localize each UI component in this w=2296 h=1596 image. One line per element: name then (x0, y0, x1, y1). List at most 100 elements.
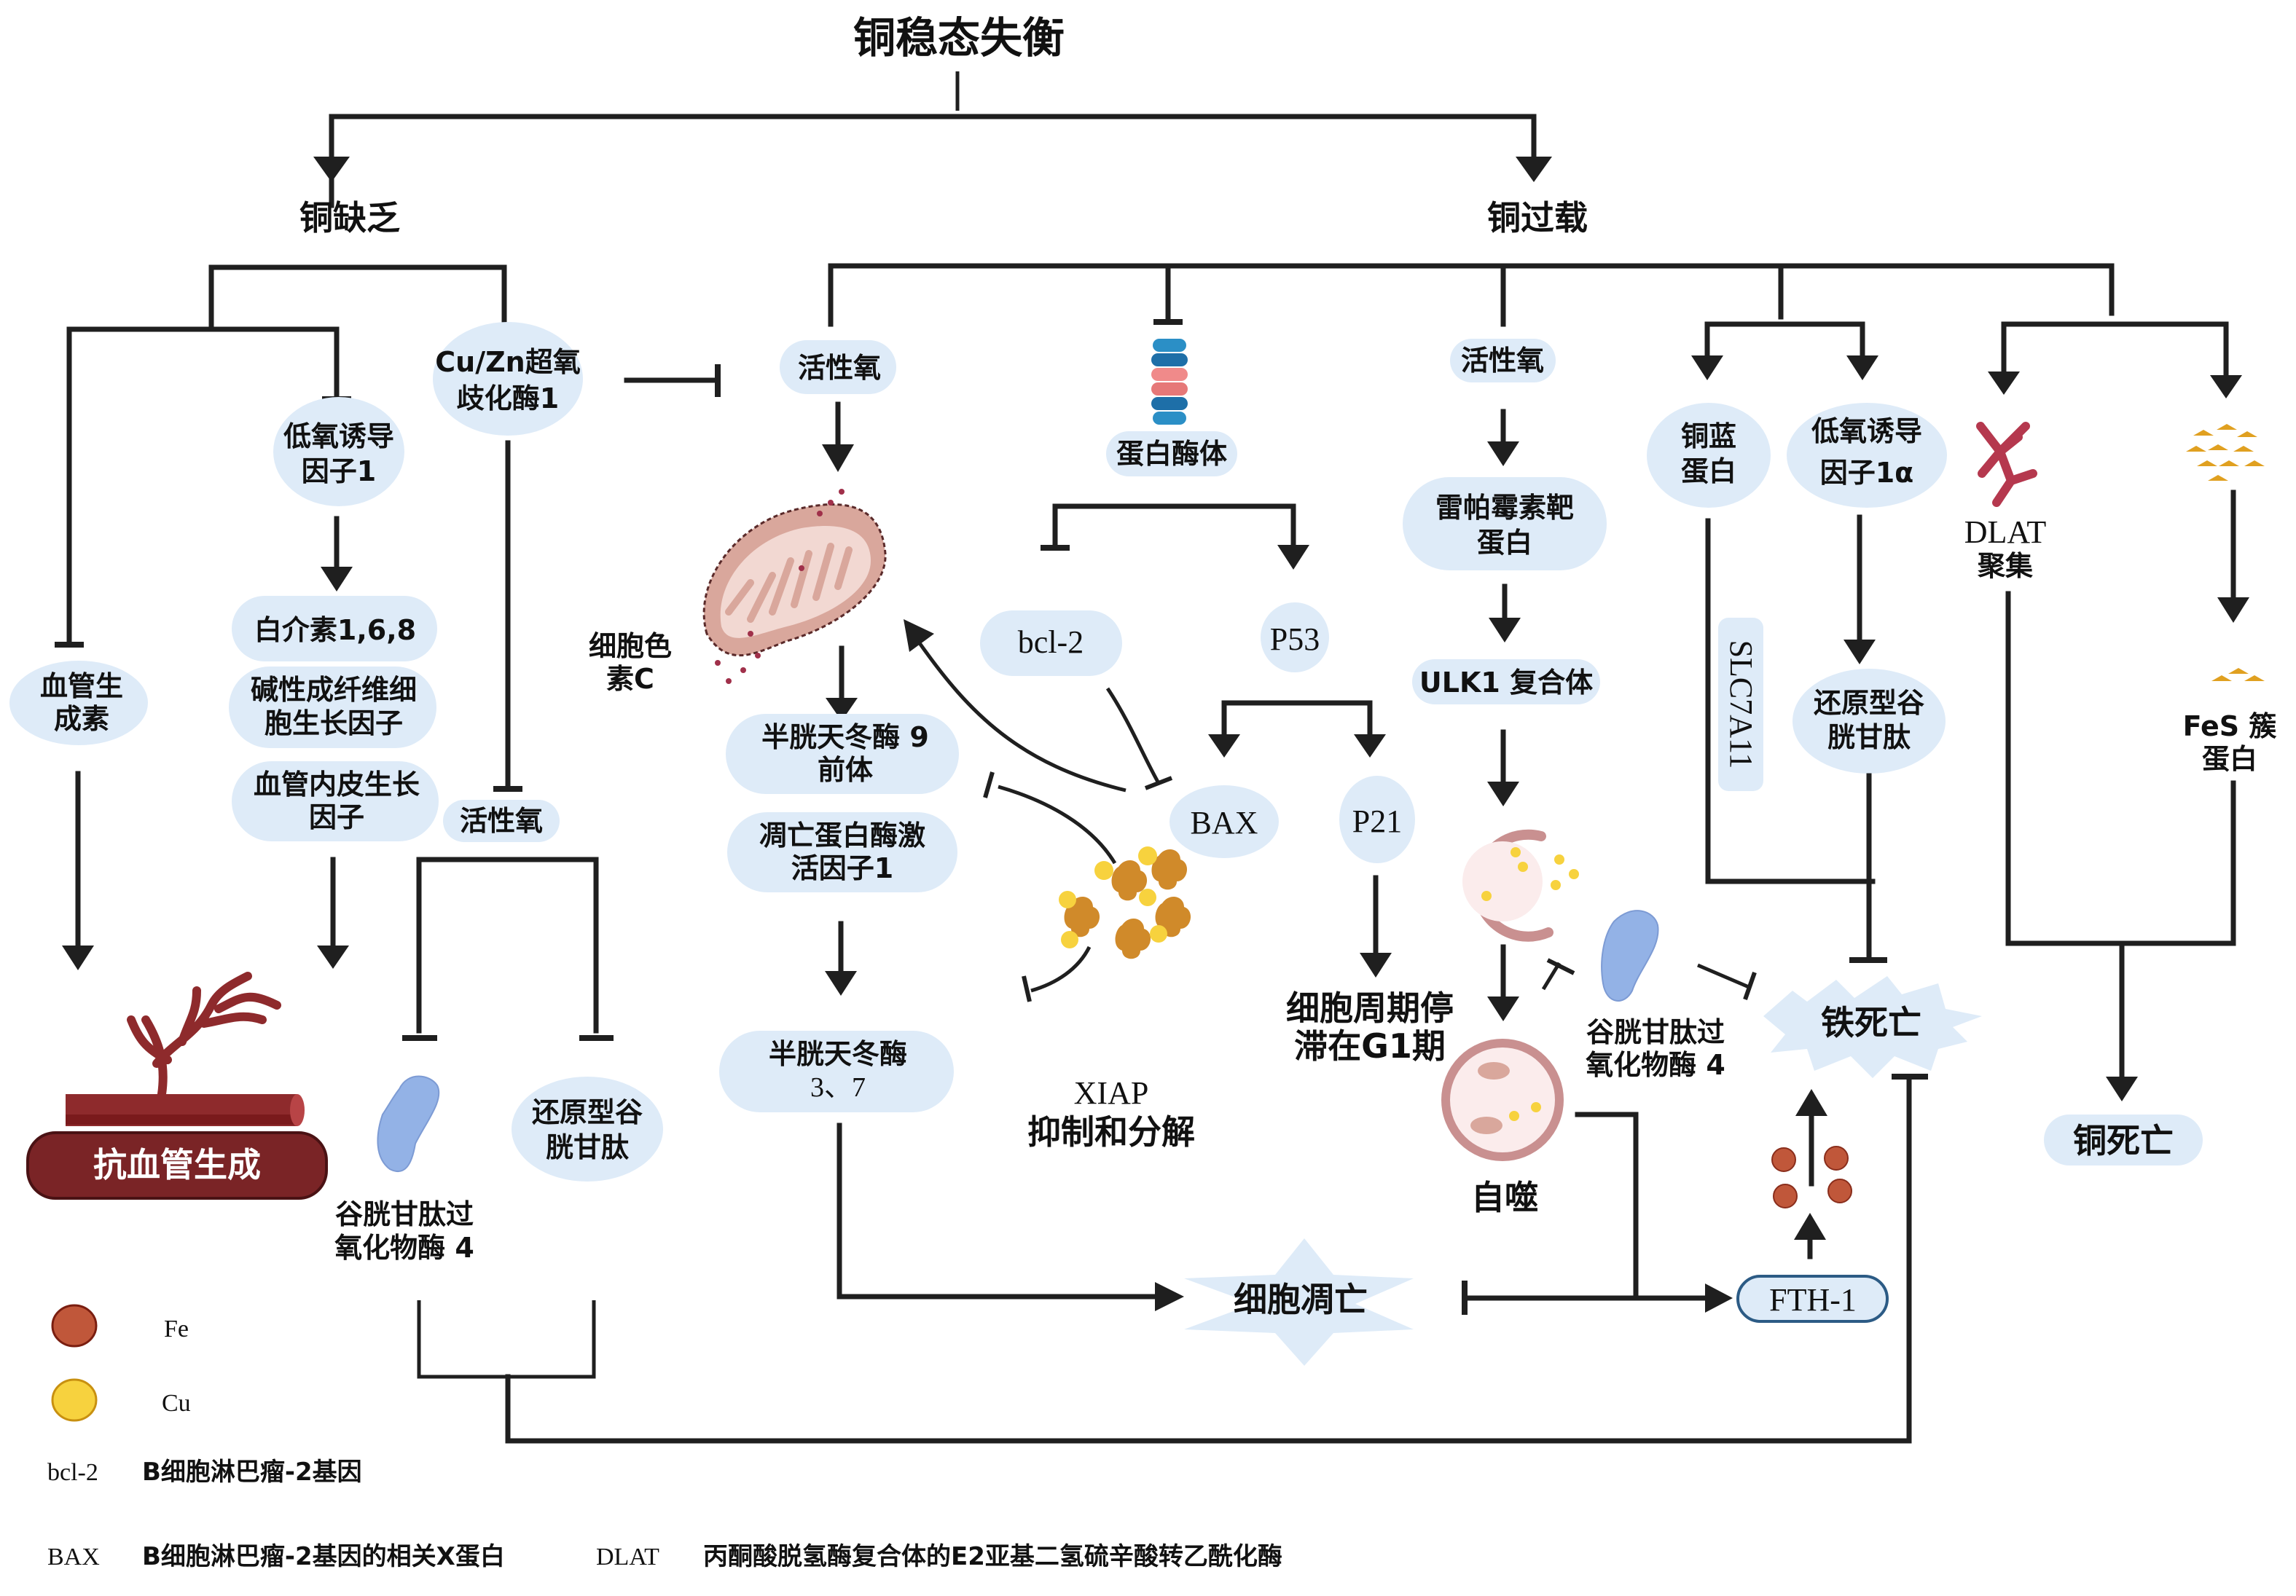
svg-text:活因子1: 活因子1 (791, 852, 893, 884)
arrow-head (826, 698, 858, 721)
svg-text:雷帕霉素靶: 雷帕霉素靶 (1435, 492, 1574, 524)
node-ceruloplasmin: 铜蓝 蛋白 (1647, 403, 1771, 508)
arrow-head (2217, 597, 2249, 623)
xiap-label: XIAP (1074, 1075, 1149, 1111)
arrow-head (1208, 734, 1240, 758)
svg-text:因子: 因子 (309, 801, 364, 833)
connector (417, 1300, 596, 1379)
dlat-label-1: DLAT (1964, 514, 2047, 550)
svg-text:活性氧: 活性氧 (460, 805, 543, 837)
svg-text:蛋白: 蛋白 (1681, 455, 1736, 487)
arrow-head (825, 971, 857, 996)
legend-full-dlat: 丙酮酸脱氢酶复合体的E2亚基二氢硫辛酸转乙酰化酶 (703, 1542, 1282, 1571)
svg-text:低氧诱导: 低氧诱导 (283, 420, 394, 452)
svg-text:ULK1 复合体: ULK1 复合体 (1419, 667, 1593, 699)
connector (2005, 591, 2236, 946)
node-bax: BAX (1169, 785, 1279, 858)
node-ros-mid: 活性氧 (780, 340, 896, 394)
svg-text:抗血管生成: 抗血管生成 (93, 1145, 261, 1184)
dlat-label-2: 聚集 (1977, 550, 2033, 582)
svg-text:还原型谷: 还原型谷 (532, 1096, 643, 1128)
node-caspase37: 半胱天冬酶 3、7 (719, 1031, 954, 1112)
node-ros-left: 活性氧 (443, 800, 560, 842)
autophagosome-icon (1441, 1039, 1564, 1161)
svg-text:低氧诱导: 低氧诱导 (1811, 415, 1922, 447)
gpx4-right-label-1: 谷胱甘肽过 (1586, 1016, 1725, 1048)
cell-cycle-label-1: 细胞周期停 (1286, 988, 1454, 1028)
inhibit-bar (983, 771, 995, 798)
node-ferroptosis: 铁死亡 (1763, 976, 1982, 1078)
dlat-aggregate-icon (1976, 422, 2037, 507)
connector (1541, 962, 1562, 991)
svg-text:Cu/Zn超氧: Cu/Zn超氧 (435, 346, 580, 378)
connector (1697, 963, 1750, 989)
svg-text:活性氧: 活性氧 (798, 352, 881, 384)
autophagy-label: 自噬 (1471, 1178, 1538, 1217)
svg-text:FTH-1: FTH-1 (1769, 1282, 1857, 1318)
node-p53: P53 (1261, 602, 1329, 672)
svg-text:铁死亡: 铁死亡 (1821, 1003, 1921, 1042)
svg-text:血管生: 血管生 (40, 670, 123, 702)
node-sod1: Cu/Zn超氧 歧化酶1 (433, 322, 583, 436)
svg-text:白介素1,6,8: 白介素1,6,8 (254, 614, 416, 646)
copper-icon (51, 1378, 98, 1422)
anti-angiogenesis-box: 抗血管生成 (26, 1131, 328, 1200)
arrow-head (1354, 734, 1386, 758)
legend-cu: Cu (51, 1378, 191, 1422)
arrow-head (1489, 618, 1521, 642)
svg-text:蛋白: 蛋白 (1477, 527, 1532, 559)
phagophore-icon (1462, 829, 1579, 942)
arrow-head (1988, 372, 2020, 395)
legend-full-bax: B细胞淋巴瘤-2基因的相关X蛋白 (142, 1542, 505, 1571)
svg-text:活性氧: 活性氧 (1461, 345, 1544, 377)
svg-text:BAX: BAX (1191, 805, 1258, 841)
arrow-head (2210, 375, 2242, 398)
gpx4-left-label-1: 谷胱甘肽过 (335, 1198, 474, 1230)
arrow-head (313, 157, 350, 182)
connector (66, 326, 340, 644)
svg-text:还原型谷: 还原型谷 (1814, 687, 1924, 719)
svg-text:胱甘肽: 胱甘肽 (546, 1131, 629, 1163)
legend-abbr-bcl2: bcl-2 (47, 1459, 98, 1486)
node-hif1a: 低氧诱导 因子1α (1787, 403, 1947, 508)
diagram-title: 铜稳态失衡 (853, 13, 1065, 63)
cell-cycle-label-2: 滞在G1期 (1294, 1026, 1446, 1066)
legend-abbr-dlat: DLAT (596, 1544, 659, 1571)
node-cuproptosis: 铜死亡 (2044, 1115, 2203, 1165)
svg-text:细胞凋亡: 细胞凋亡 (1234, 1280, 1368, 1319)
inhibit-bar (1546, 958, 1575, 975)
node-slc7a11: SLC7A11 (1718, 618, 1763, 791)
arrow-head (62, 946, 94, 970)
connector (1704, 321, 1865, 360)
svg-text:胱甘肽: 胱甘肽 (1827, 721, 1911, 753)
svg-text:凋亡蛋白酶激: 凋亡蛋白酶激 (759, 819, 925, 852)
gpx4-protein-icon (377, 1075, 440, 1173)
connector (1575, 1112, 1639, 1301)
proteasome-icon (1151, 339, 1188, 425)
node-bcl2: bcl-2 (980, 610, 1122, 676)
arrow-head (1516, 157, 1552, 182)
legend-full-bcl2: B细胞淋巴瘤-2基因 (142, 1458, 362, 1487)
fes-label-2: 蛋白 (2202, 743, 2257, 775)
svg-text:铜死亡: 铜死亡 (2073, 1121, 2174, 1160)
blood-vessel-icon (66, 972, 305, 1126)
svg-text:3、7: 3、7 (810, 1072, 866, 1103)
xiap-protein-cluster-icon (1059, 846, 1191, 959)
node-ulk1: ULK1 复合体 (1412, 659, 1600, 704)
arrow-head (321, 567, 353, 591)
connector (1705, 518, 1876, 884)
node-ros-right: 活性氧 (1450, 339, 1556, 382)
arrow-head (1691, 355, 1723, 380)
svg-text:血管内皮生长: 血管内皮生长 (254, 768, 420, 801)
svg-text:Cu: Cu (162, 1390, 191, 1417)
arrow-head (1487, 996, 1519, 1021)
arrow-head (1155, 1282, 1184, 1311)
arrow-head (1705, 1284, 1733, 1313)
svg-text:半胱天冬酶 9: 半胱天冬酶 9 (761, 721, 929, 753)
cytochrome-c-label-2: 素C (606, 663, 654, 695)
svg-text:因子1: 因子1 (302, 455, 376, 487)
svg-text:半胱天冬酶: 半胱天冬酶 (769, 1038, 907, 1070)
connector (329, 114, 1537, 208)
legend-abbr-bax: BAX (47, 1544, 100, 1571)
inhibit-bar (1022, 975, 1032, 1002)
